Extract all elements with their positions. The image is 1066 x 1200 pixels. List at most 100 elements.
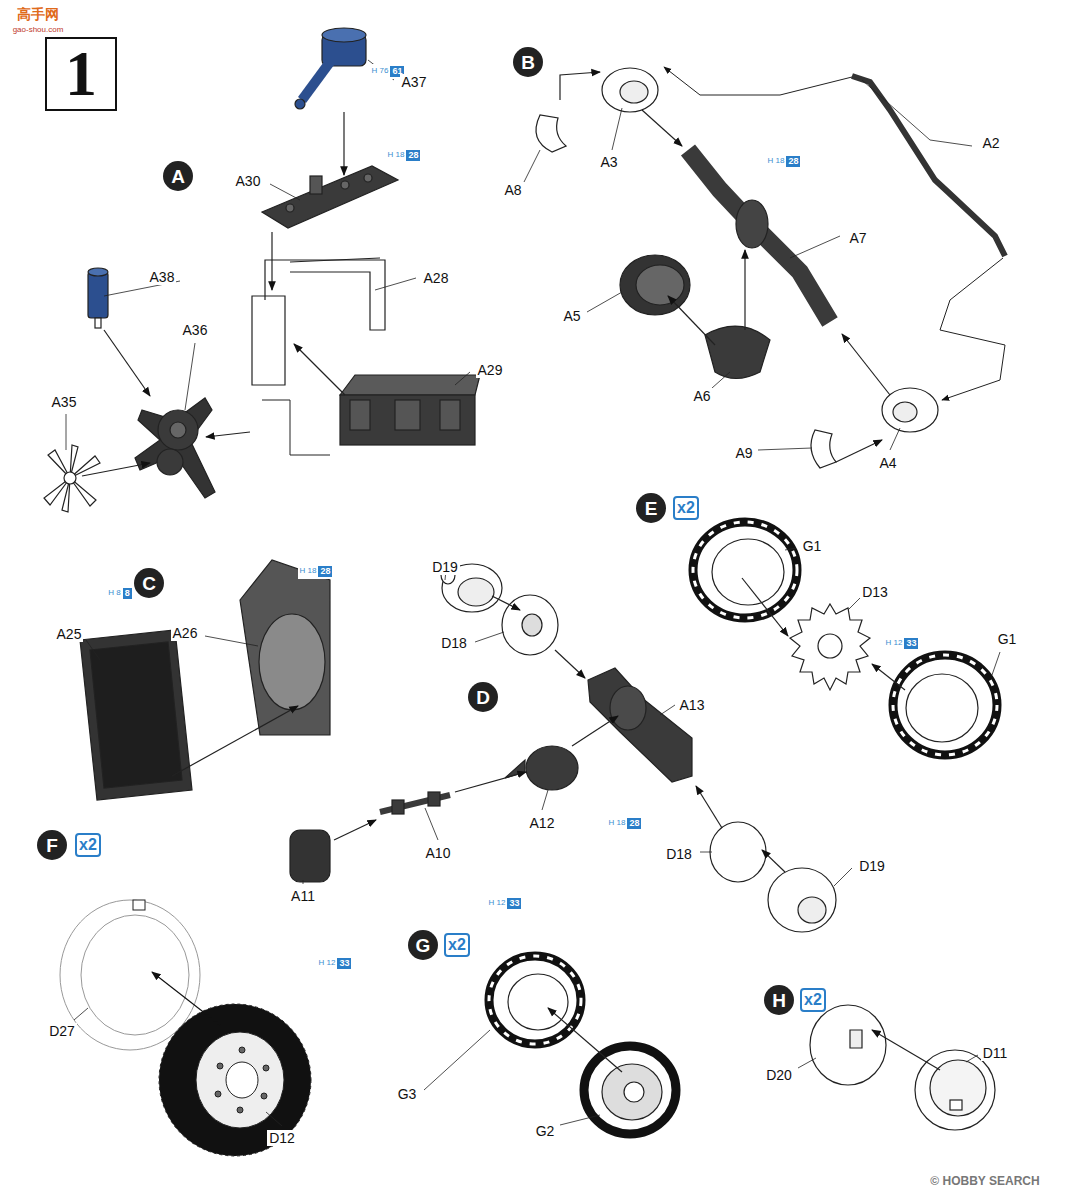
axle-parts [642,110,682,146]
node-label: 1 [65,42,97,106]
wheel-h-parts [810,1005,886,1085]
engine-parts [340,395,475,445]
engine-parts [66,414,67,450]
engine-parts [157,449,183,475]
rear-axle-parts [762,850,785,872]
rear-axle-parts [798,897,826,923]
wheel-h-parts [950,1100,962,1110]
axle-parts [758,448,812,450]
tire-parts [263,1065,269,1071]
node-label: F [46,836,58,855]
paint-code-number: 8 [123,588,132,599]
tire-parts [60,900,311,1156]
node-label: D [476,688,490,707]
radiator-parts [172,706,298,776]
wheel-g-parts [508,974,568,1030]
axle-parts [620,81,648,103]
quantity-badge: x2 [444,933,470,957]
axle-parts [524,67,1005,468]
radiator-parts [240,560,330,735]
axle-parts [790,236,840,258]
engine-parts [340,375,480,395]
engine-parts [271,232,272,290]
wheel-e-parts [693,522,797,618]
engine-parts [44,28,480,512]
wheel-h-parts [798,1058,816,1068]
rear-axle-parts [334,820,376,840]
wheel-e-parts [848,598,860,610]
rear-axle-parts [660,705,675,715]
engine-parts [265,260,385,330]
part-number: G1 [996,631,1019,647]
tire-parts [217,1063,223,1069]
axle-parts [862,80,972,146]
part-number: D13 [860,584,890,600]
paint-code: H 88 [106,586,133,601]
engine-parts [135,398,215,498]
part-number: A30 [234,173,263,189]
axle-parts [536,115,566,152]
engine-parts [170,422,186,438]
engine-parts [440,400,460,430]
tire-parts [196,1032,284,1128]
part-number: D18 [664,846,694,862]
rear-axle-parts [290,564,852,932]
axle-parts [736,200,768,248]
paint-code: H 1233 [317,956,354,971]
engine-parts [375,278,416,290]
part-number: A4 [877,455,898,471]
part-number: A9 [733,445,754,461]
part-number: A35 [50,394,79,410]
rear-axle-parts [392,800,404,814]
node-label: C [142,574,156,593]
wheel-g-parts [489,956,581,1044]
axle-parts [744,250,745,330]
part-number: A38 [148,269,177,285]
wheel-e-parts [790,604,870,690]
paint-code: H 1233 [884,636,921,651]
part-number: A25 [55,626,84,642]
paint-code-prefix: H 18 [300,567,317,575]
tire-parts [60,900,200,1050]
part-number: A26 [171,625,200,641]
axle-parts [587,292,622,312]
tire-parts [266,1112,282,1126]
tire-parts [226,1062,258,1098]
axle-parts [620,255,690,315]
engine-parts [252,296,285,385]
engine-parts [364,174,372,182]
engine-parts [322,28,366,42]
part-number: D27 [47,1023,77,1039]
node-label: A [171,167,185,186]
paint-code-number: 33 [507,898,521,909]
step-number-box: 1 [45,37,117,111]
axle-parts [836,440,882,462]
wheel-g-parts [560,1115,600,1125]
wheel-e-parts [693,522,1000,755]
rear-axle-parts [522,614,542,636]
radiator-parts [205,636,258,646]
engine-parts [88,268,108,276]
engine-parts [64,472,76,484]
wheel-e-parts [992,652,1000,675]
axle-parts [602,68,658,112]
wheel-g-parts [489,956,581,1044]
engine-parts [302,62,330,100]
rear-axle-parts [768,868,836,932]
watermark: 高手网 [15,6,61,22]
rear-axle-parts [475,632,504,642]
part-number: A8 [502,182,523,198]
wheel-e-parts [893,655,997,755]
part-number: D19 [857,858,887,874]
tire-parts [159,1004,311,1156]
radiator-parts [259,614,325,710]
part-number: A5 [561,308,582,324]
tire-parts [237,1107,243,1113]
paint-code-prefix: H 18 [768,157,785,165]
paint-code: H 1828 [766,154,803,169]
part-number: D18 [439,635,469,651]
wheel-h-parts [798,1005,995,1130]
axle-parts [705,326,770,378]
part-number: A11 [289,888,317,904]
